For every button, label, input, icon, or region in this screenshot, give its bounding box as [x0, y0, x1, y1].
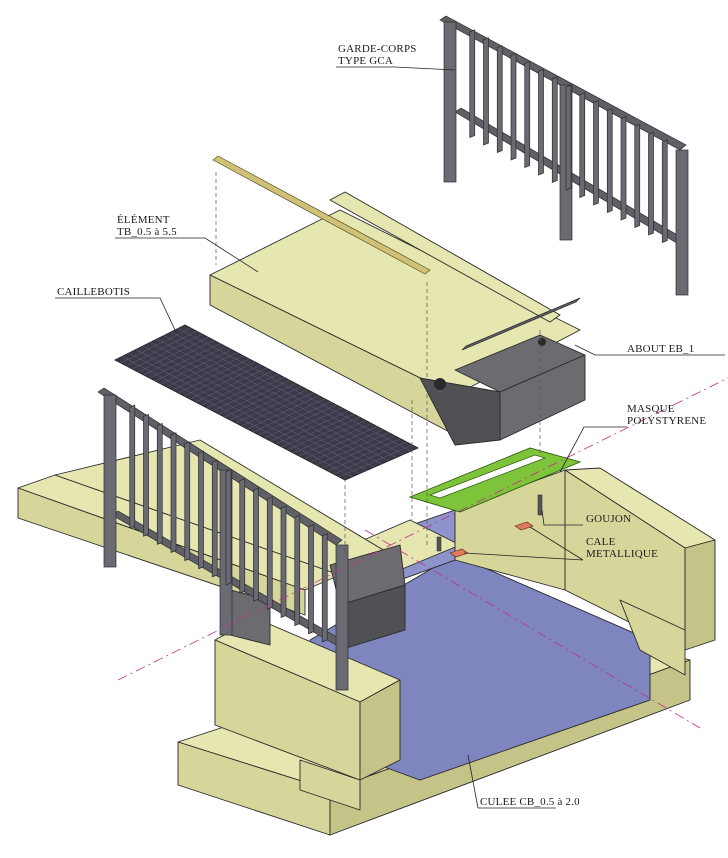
baluster [211, 459, 218, 578]
baluster [661, 139, 668, 244]
baluster [524, 60, 531, 169]
label-about: ABOUT EB_1 [627, 343, 695, 355]
baluster [510, 52, 517, 161]
goujon-right [537, 494, 543, 516]
label-cale: CALE METALLIQUE [586, 536, 658, 560]
grating-bar [163, 335, 397, 458]
baluster [143, 413, 149, 537]
baluster [253, 487, 259, 602]
baluster [593, 100, 599, 206]
grating-bar [170, 331, 404, 455]
grating-bar [177, 328, 411, 452]
baluster [239, 478, 246, 594]
baluster [579, 92, 586, 199]
grating-bar [142, 345, 375, 468]
leader-lines [55, 66, 725, 809]
lower-guardrail [97, 387, 349, 691]
baluster [565, 84, 572, 191]
axis-lines [117, 377, 728, 729]
label-caillebotis: CAILLEBOTIS [57, 286, 130, 298]
grating-bar [149, 342, 382, 465]
upper-guardrail [439, 15, 689, 296]
grating-bar [128, 352, 360, 474]
caillebotis-grating [114, 324, 420, 481]
upper-deck-element [209, 155, 586, 446]
callout-labels: GARDE-CORPS TYPE GCA ÉLÉMENT TB_0.5 à 5.… [57, 43, 706, 808]
upper-guardrail-balusters [469, 29, 668, 244]
grating-bar [135, 349, 368, 471]
baluster [225, 468, 232, 586]
baluster [496, 45, 503, 154]
baluster [198, 450, 204, 570]
baluster [483, 37, 489, 146]
baluster [308, 524, 314, 635]
baluster [551, 76, 558, 184]
baluster [156, 423, 163, 545]
baluster [266, 496, 273, 610]
goujon-left [436, 536, 442, 552]
grating-bar [121, 356, 353, 477]
baluster [280, 505, 287, 619]
baluster [184, 441, 191, 562]
explode-lines [215, 172, 541, 555]
cale-right [514, 521, 534, 531]
baluster [170, 432, 177, 554]
baluster [538, 68, 544, 176]
baluster [620, 115, 627, 221]
baluster [606, 108, 613, 214]
label-culee: CULEE CB_0.5 à 2.0 [480, 796, 580, 808]
baluster [648, 131, 654, 236]
label-element: ÉLÉMENT TB_0.5 à 5.5 [117, 214, 177, 238]
baluster [129, 404, 136, 529]
masque-polystyrene [408, 447, 582, 513]
label-goujon: GOUJON [586, 513, 631, 525]
baluster [469, 29, 476, 139]
lower-guardrail-balusters [129, 404, 328, 643]
label-garde-corps: GARDE-CORPS TYPE GCA [338, 43, 420, 67]
baluster [634, 123, 641, 229]
label-masque: MASQUE POLYSTYRENE [627, 403, 706, 427]
baluster [294, 514, 301, 627]
grating-bar [156, 338, 389, 461]
baluster [321, 533, 328, 643]
